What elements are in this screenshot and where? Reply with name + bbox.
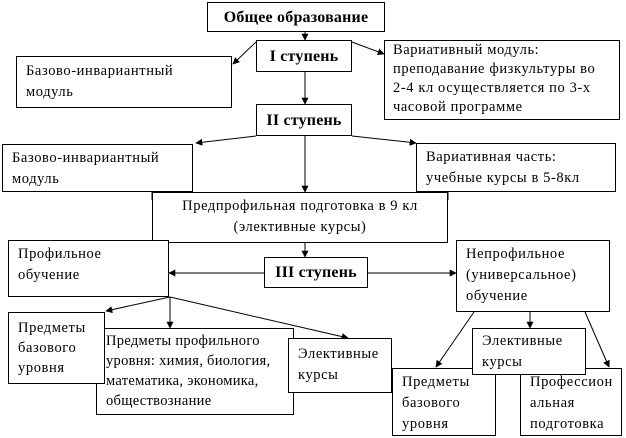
stage2-box: II ступень bbox=[256, 104, 352, 136]
text-line: Базово-инвариантный bbox=[26, 63, 174, 79]
edge-stage2-variative-part bbox=[351, 135, 417, 146]
edge-profile-base-subjects bbox=[105, 296, 171, 314]
text-line: обществознание bbox=[106, 393, 212, 409]
text-line: Вариативная часть: bbox=[426, 149, 557, 165]
edge-profile-electives bbox=[169, 296, 349, 340]
variative-part-box: Вариативная часть: учебные курсы в 5-8кл bbox=[416, 143, 616, 192]
text-line: Базово-инвариантный bbox=[12, 150, 160, 166]
nonprofile-electives-box: Элективные курсы bbox=[472, 328, 586, 375]
text-line: уровня bbox=[402, 416, 449, 432]
text-line: Предметы профильного bbox=[106, 333, 260, 349]
text-line: учебные курсы в 5-8кл bbox=[426, 170, 580, 186]
text-line: обучение bbox=[18, 267, 80, 283]
edge-nonprofile-base-subjects bbox=[435, 311, 475, 368]
text-line: базового bbox=[402, 395, 461, 411]
text-line: курсы bbox=[482, 354, 523, 370]
text-line: Предметы bbox=[402, 374, 470, 390]
text-line: курсы bbox=[298, 367, 339, 383]
text-line: математика, экономика, bbox=[106, 373, 259, 389]
edge-nonprofile-professional bbox=[584, 311, 610, 368]
text-line: Элективные bbox=[298, 346, 379, 362]
text-line: Профессион bbox=[530, 374, 613, 390]
text-line: Непрофильное bbox=[466, 246, 565, 262]
stage3-box: III ступень bbox=[264, 257, 368, 288]
profile-electives-box: Элективные курсы bbox=[288, 338, 392, 393]
title-text: Общее образование bbox=[223, 8, 369, 26]
text-line: Элективные bbox=[482, 333, 563, 349]
text-line: Вариативный модуль: bbox=[393, 42, 540, 58]
professional-training-box: Профессион альная подготовка bbox=[520, 368, 622, 436]
preprofile-box: Предпрофильная подготовка в 9 кл (электи… bbox=[152, 192, 448, 243]
text-line: часовой программе bbox=[393, 99, 523, 115]
text-line: уровня: химия, биология, bbox=[106, 353, 271, 369]
edge-stage1-variative-module bbox=[351, 41, 385, 56]
text-line: базового bbox=[18, 340, 77, 356]
text-line: (элективные курсы) bbox=[233, 219, 367, 235]
text-line: обучение bbox=[466, 288, 528, 304]
edge-stage2-base-module-2 bbox=[195, 135, 257, 146]
nonprofile-education-box: Непрофильное (универсальное) обучение bbox=[456, 240, 610, 312]
profile-level-subjects-box: Предметы профильного уровня: химия, биол… bbox=[96, 328, 294, 415]
profile-education-box: Профильное обучение bbox=[8, 240, 169, 297]
text-line: 2-4 кл осуществляется по 3-х bbox=[393, 80, 591, 96]
base-module-1-box: Базово-инвариантный модуль bbox=[16, 56, 232, 108]
text-line: Предметы bbox=[18, 320, 86, 336]
stage1-text: I ступень bbox=[269, 47, 339, 65]
text-line: (универсальное) bbox=[466, 267, 577, 283]
text-line: Предпрофильная подготовка в 9 кл bbox=[182, 198, 418, 214]
base-module-2-box: Базово-инвариантный модуль bbox=[2, 144, 193, 192]
text-line: преподавание физкультуры во bbox=[393, 61, 596, 77]
variative-module-box: Вариативный модуль: преподавание физкуль… bbox=[384, 40, 620, 120]
text-line: модуль bbox=[12, 171, 60, 187]
text-line: подготовка bbox=[530, 416, 605, 432]
stage2-text: II ступень bbox=[266, 111, 342, 129]
text-line: уровня bbox=[18, 360, 65, 376]
edge-stage1-base-module-1 bbox=[232, 41, 257, 65]
stage1-box: I ступень bbox=[256, 40, 352, 72]
nonprofile-base-subjects-box: Предметы базового уровня bbox=[392, 368, 496, 436]
title-box: Общее образование bbox=[207, 2, 385, 32]
text-line: альная bbox=[530, 395, 575, 411]
text-line: модуль bbox=[26, 84, 74, 100]
text-line: Профильное bbox=[18, 246, 102, 262]
stage3-text: III ступень bbox=[275, 264, 357, 281]
profile-base-subjects-box: Предметы базового уровня bbox=[8, 312, 105, 384]
